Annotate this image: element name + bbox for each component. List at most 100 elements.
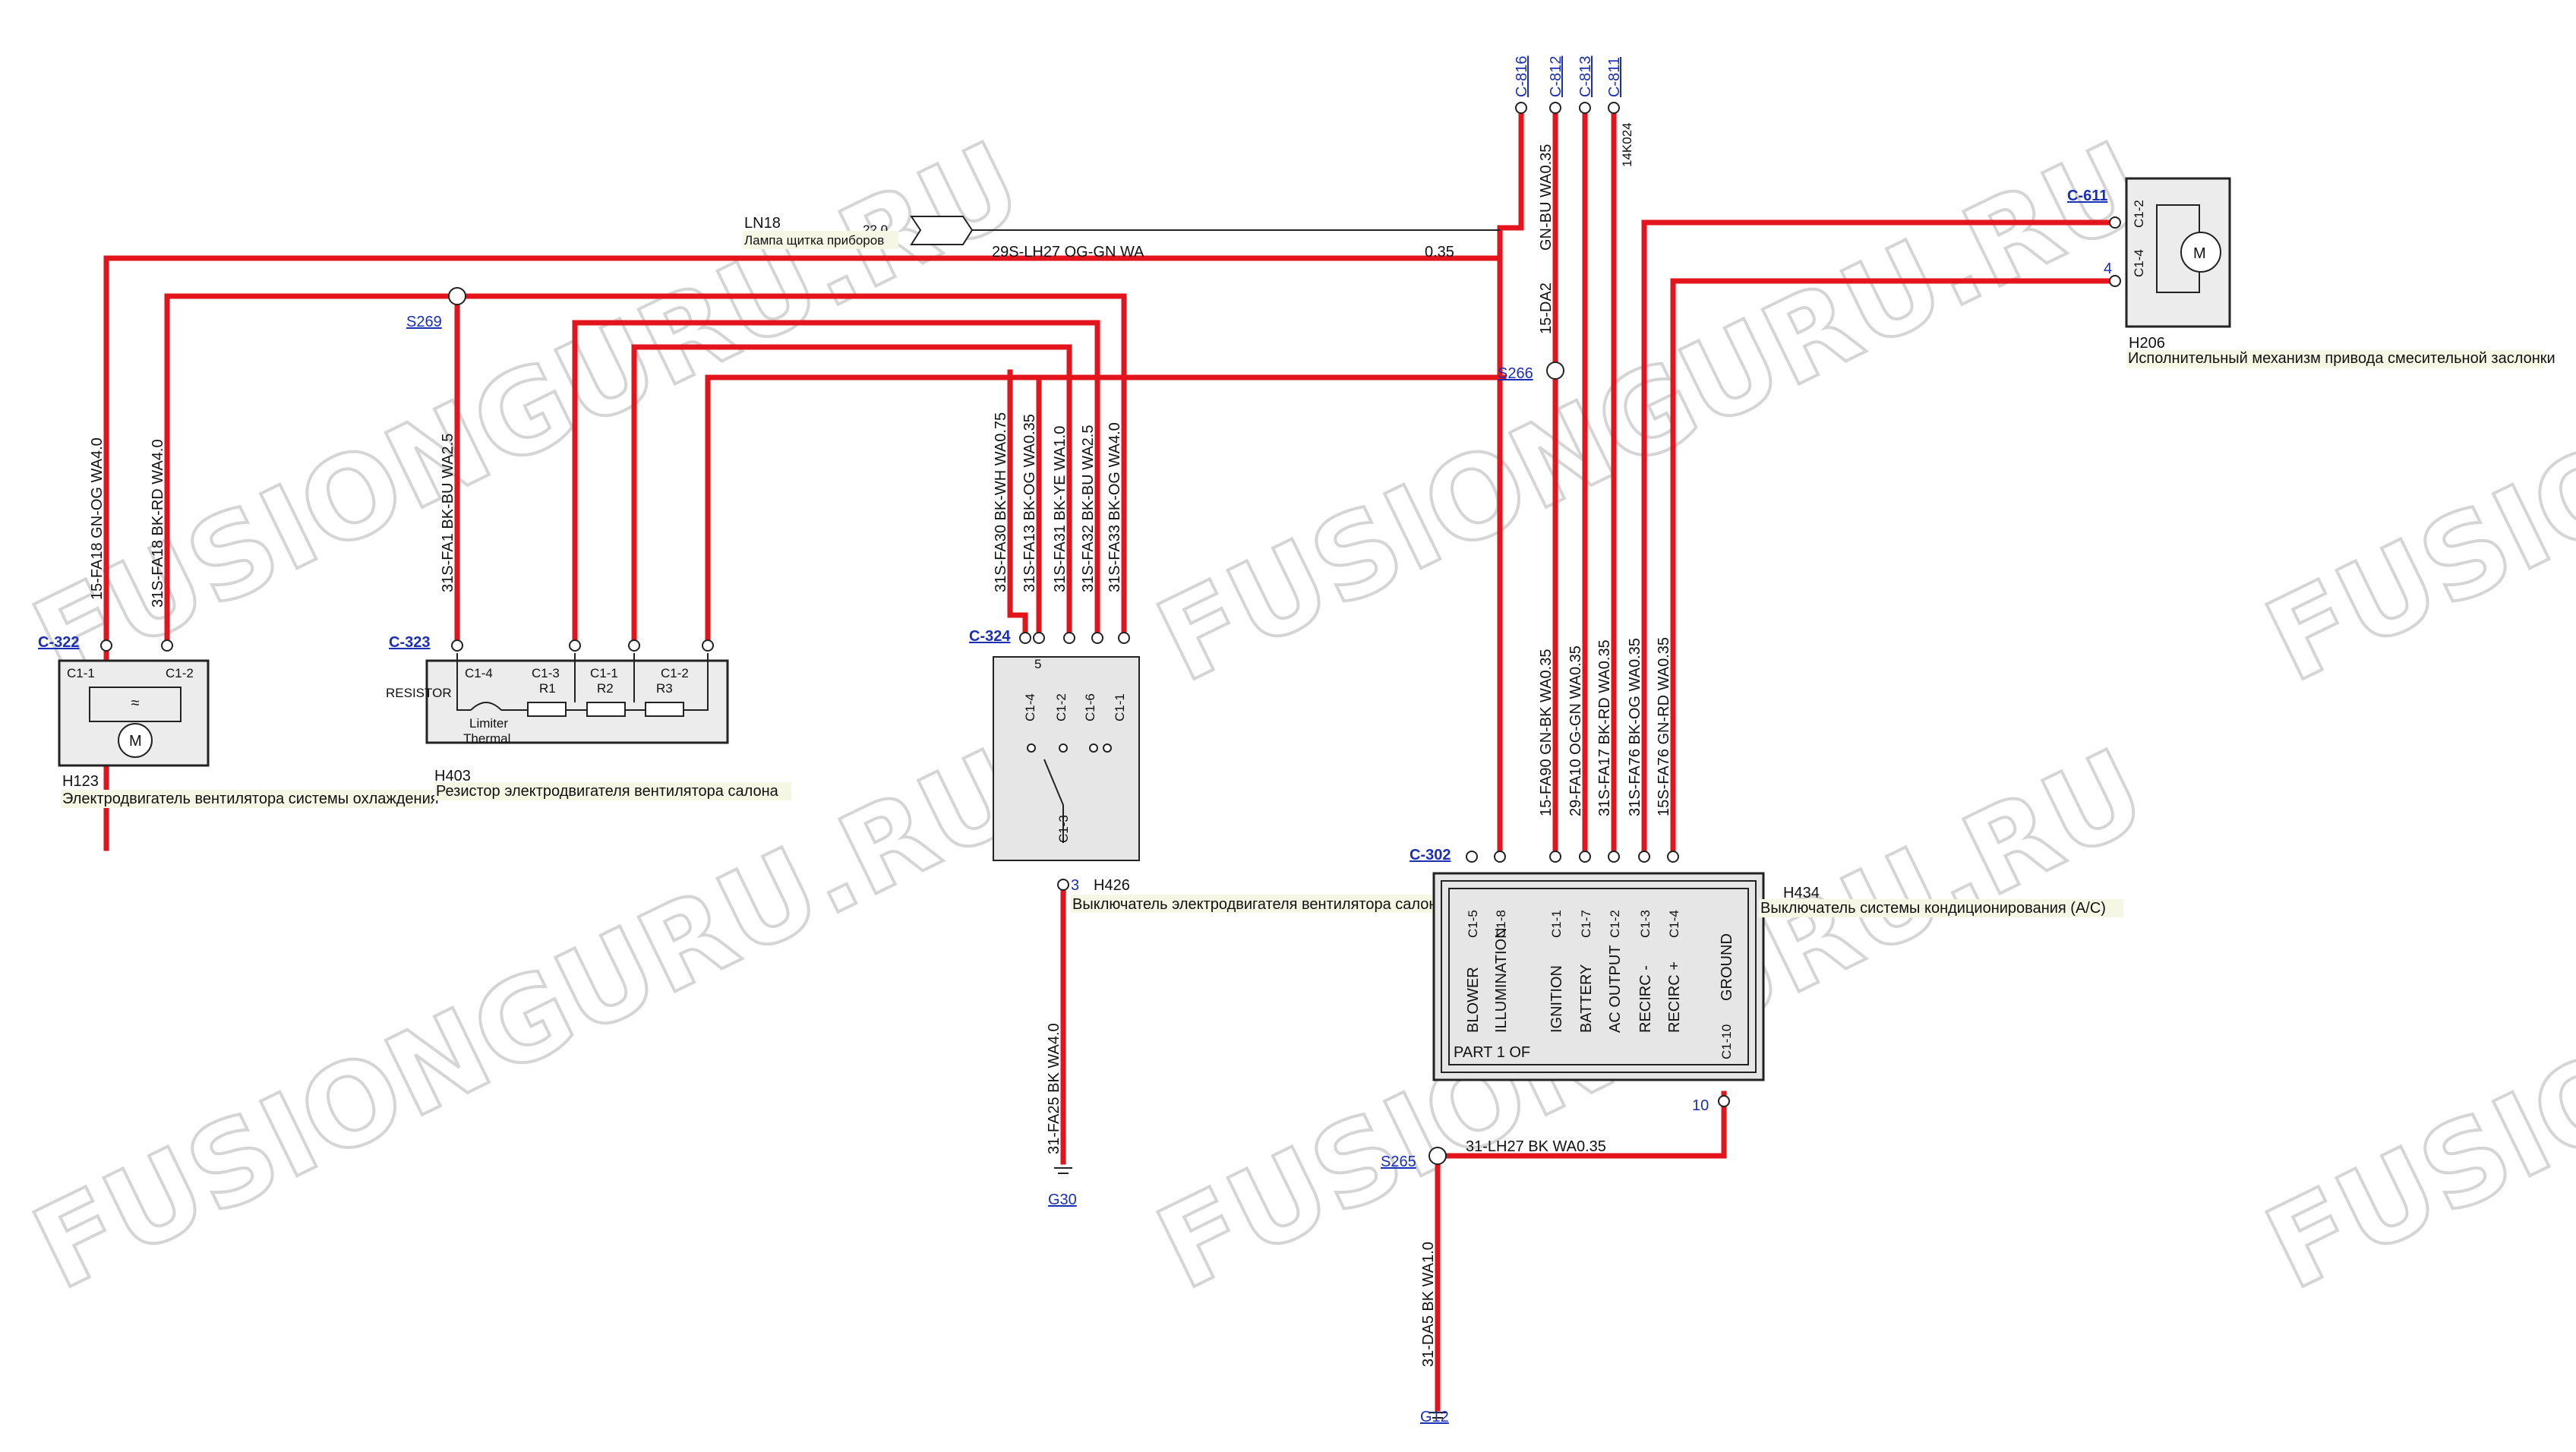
h206-id: H206 (2129, 335, 2165, 352)
h434-pin-label: C1-3 (1638, 910, 1653, 938)
h426-connector[interactable]: C-324 (969, 628, 1011, 645)
h434-func-label: AC OUTPUT (1607, 945, 1624, 1033)
h123-desc: Электродвигатель вентилятора системы охл… (62, 791, 439, 807)
ln18-id: LN18 (744, 215, 781, 232)
h434-func-label: RECIRC + (1666, 961, 1683, 1033)
label-top-3: 14K024 (1620, 122, 1634, 167)
wire-h403-1 (572, 320, 1100, 641)
h434-pin-terminal (1579, 851, 1591, 863)
h403-resistor-label: RESISTOR (386, 686, 452, 700)
label-h426-gnd: 31-FA25 BK WA4.0 (1046, 1023, 1062, 1154)
top-connector-terminal (1579, 102, 1591, 114)
splice-s269[interactable]: S269 (406, 314, 442, 330)
component-h434[interactable]: C1-5BLOWERC1-8ILLUMINATIONC1-1IGNITIONC1… (1410, 847, 2123, 1114)
label-h434-3: 31S-FA17 BK-RD WA0.35 (1596, 639, 1613, 816)
watermark: FUSIONGURU.RU (2248, 724, 2576, 1315)
ln18-wire-size: 0.35 (1425, 244, 1454, 260)
label-h434-5: 15S-FA76 GN-RD WA0.35 (1656, 637, 1672, 816)
wire-h206-bot (1670, 278, 2114, 854)
h403-limiter: Limiter (469, 716, 508, 731)
h206-pin-bot: C1-4 (2132, 249, 2146, 277)
component-ln18[interactable]: 22.0 LN18 Лампа щитка приборов 29S-LH27 … (743, 215, 1500, 260)
top-connector-label[interactable]: C-816 (1514, 56, 1530, 97)
top-connector-terminal (1608, 102, 1620, 114)
h426-pin-c11: C1-1 (1113, 693, 1127, 721)
h434-ground: GROUND (1719, 933, 1735, 1001)
grounds: G30 G12 (1048, 1167, 1449, 1425)
h434-func-label: ILLUMINATION (1493, 927, 1510, 1033)
h403-r1: R1 (539, 681, 556, 696)
component-h123[interactable]: M ≈ C1-1 C1-2 C-322 H123 Электродвигател… (38, 634, 439, 808)
h434-id: H434 (1783, 885, 1820, 901)
label-h426-5: 31S-FA33 BK-OG WA4.0 (1106, 422, 1123, 592)
top-connector-label[interactable]: C-811 (1606, 57, 1623, 97)
h123-connector[interactable]: C-322 (38, 634, 79, 651)
h434-func-label: IGNITION (1548, 965, 1565, 1033)
h434-pin-terminal (1638, 851, 1650, 863)
svg-text:M: M (129, 733, 142, 750)
h426-desc: Выключатель электродвигателя вентилятора… (1072, 896, 1446, 913)
splice-s265[interactable]: S265 (1381, 1154, 1416, 1170)
h123-pin2-label: C1-2 (166, 666, 194, 680)
h403-pin-c12: C1-2 (661, 666, 689, 680)
h403-connector[interactable]: C-323 (389, 634, 430, 651)
wire-h434-gnd (1435, 1091, 1727, 1159)
h434-pin-label: C1-5 (1466, 910, 1480, 938)
label-h434-1: 15-FA90 GN-BK WA0.35 (1538, 649, 1555, 816)
label-h426-3: 31S-FA31 BK-YE WA1.0 (1052, 426, 1069, 592)
h434-pin-terminal (1466, 851, 1478, 863)
top-connector-terminal (1515, 102, 1527, 114)
wire-h123-b (164, 293, 1127, 641)
splice-s266[interactable]: S266 (1498, 365, 1533, 382)
watermark: FUSIONGURU.RU (15, 724, 1040, 1315)
h434-pin-label: C1-8 (1494, 910, 1508, 938)
h434-connector[interactable]: C-302 (1410, 847, 1451, 863)
h434-pin-terminal (1667, 851, 1679, 863)
h403-r3: R3 (656, 681, 673, 696)
h206-connector[interactable]: C-611 (2067, 188, 2107, 204)
label-h426-1: 31S-FA30 BK-WH WA0.75 (993, 412, 1009, 592)
h434-ground-pin: C1-10 (1719, 1024, 1734, 1059)
wire-h403-3 (705, 374, 1507, 641)
label-top-2: 15-DA2 (1538, 283, 1555, 334)
h403-pin-c11: C1-1 (590, 666, 618, 680)
wires (103, 111, 2114, 1412)
h426-pin-c13: C1-3 (1056, 815, 1071, 843)
h206-desc: Исполнительный механизм привода смесител… (2128, 350, 2555, 367)
top-connector-label[interactable]: C-813 (1577, 56, 1594, 97)
h426-pin-c14: C1-4 (1023, 693, 1037, 721)
h426-pin-c12: C1-2 (1054, 693, 1069, 721)
h434-pin-label: C1-1 (1549, 910, 1564, 938)
svg-text:≈: ≈ (131, 695, 140, 712)
h123-pin1-label: C1-1 (67, 666, 95, 680)
svg-text:M: M (2193, 245, 2206, 262)
h426-bottom-num: 3 (1071, 877, 1079, 894)
h434-pin-label: C1-7 (1579, 910, 1593, 938)
label-h403-a: 31S-FA1 BK-BU WA2.5 (440, 434, 456, 592)
h426-pin5: 5 (1034, 657, 1041, 671)
component-h426[interactable]: 5 C1-4 C1-2 C1-6 C1-1 C1-3 3 C-324 H426 … (969, 628, 1458, 913)
label-h434-2: 29-FA10 OG-GN WA0.35 (1567, 646, 1584, 816)
h426-id: H426 (1094, 877, 1130, 894)
wire-ln18 (103, 255, 1503, 854)
label-h434-4: 31S-FA76 BK-OG WA0.35 (1627, 638, 1643, 816)
h123-id: H123 (62, 773, 99, 790)
component-h403[interactable]: RESISTOR C1-4 C1-3 C1-1 C1-2 R1 R2 R3 Li… (386, 634, 791, 800)
ground-g12[interactable]: G12 (1420, 1409, 1449, 1425)
h434-pin-label: C1-4 (1667, 910, 1681, 938)
ground-g30[interactable]: G30 (1048, 1192, 1077, 1208)
h206-num: 4 (2104, 260, 2112, 277)
h434-pin-terminal (1494, 851, 1506, 863)
ln18-wire-label: 29S-LH27 OG-GN WA (992, 244, 1144, 260)
top-connectors[interactable]: C-816 C-812 C-813 C-811 (1514, 56, 1623, 114)
label-h426-4: 31S-FA32 BK-BU WA2.5 (1080, 425, 1097, 592)
top-connector-label[interactable]: C-812 (1548, 56, 1564, 97)
h426-pin-c16: C1-6 (1083, 693, 1097, 721)
h434-pin-terminal (1549, 851, 1561, 863)
component-h206[interactable]: M C1-2 C1-4 4 C-611 H206 Исполнительный … (2067, 177, 2555, 368)
splices: S269 S266 S265 (406, 287, 1564, 1170)
label-h123-a: 15-FA18 GN-OG WA4.0 (89, 437, 106, 600)
wire-h206-top (1641, 219, 2114, 854)
label-s265-down: 31-DA5 BK WA1.0 (1420, 1242, 1437, 1367)
